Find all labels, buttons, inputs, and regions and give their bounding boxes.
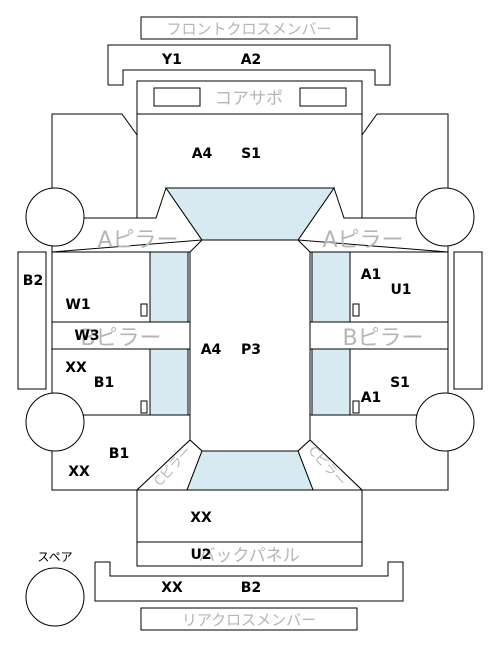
b-pillar-left-label: Bピラー: [80, 326, 161, 351]
code-rear-cross-left: XX: [161, 580, 183, 596]
rear-window-right: [311, 348, 351, 416]
code-front-door-right: U1: [390, 282, 411, 298]
headlight-right: [299, 87, 347, 107]
spare-label: スペア: [37, 550, 72, 564]
rear-window: [186, 450, 314, 491]
rear-cross-member-box: [140, 607, 358, 631]
front-window-right: [311, 251, 351, 323]
code-front-door-right-top: A1: [361, 267, 382, 283]
code-front-cross-left: Y1: [161, 52, 182, 68]
code-rear-door-right: S1: [390, 375, 410, 391]
code-back-panel: U2: [190, 547, 211, 563]
core-support-label: コアサポ: [215, 89, 283, 109]
door-handle-front-right: [352, 303, 360, 317]
rear-cross-member-label: リアクロスメンバー: [182, 611, 316, 629]
rear-cross-bracket: [94, 561, 404, 602]
code-side-sill-left: B2: [23, 273, 43, 289]
code-hood-left: A4: [192, 146, 213, 162]
door-handle-rear-left: [140, 400, 148, 414]
code-rear-door-right-bottom: A1: [361, 390, 382, 406]
b-pillar-right-panel: [309, 321, 449, 350]
code-trunk: XX: [190, 510, 212, 526]
front-cross-bracket: [107, 44, 391, 86]
b-pillar-right-label: Bピラー: [342, 326, 423, 351]
wheel-front-left: [25, 187, 85, 247]
code-rear-cross-right: B2: [241, 580, 261, 596]
wheel-front-right: [415, 187, 475, 247]
front-window-left: [149, 251, 189, 323]
wheel-rear-right: [415, 392, 475, 452]
trunk-lid: [136, 489, 363, 543]
code-rear-fender-left: XX: [68, 464, 90, 480]
code-front-cross-right: A2: [241, 52, 262, 68]
code-roof-left: A4: [201, 342, 222, 358]
rear-window-left: [149, 348, 189, 416]
door-handle-rear-right: [352, 400, 360, 414]
front-cross-member-label: フロントクロスメンバー: [166, 20, 331, 38]
code-rear-door-left-top: XX: [65, 360, 87, 376]
back-panel-box: [136, 541, 363, 567]
code-rear-door-left: B1: [94, 375, 114, 391]
code-roof-right: P3: [241, 342, 261, 358]
side-sill-right: [453, 251, 483, 390]
a-pillar-left-label: Aピラー: [97, 228, 178, 253]
back-panel-label: バックパネル: [198, 546, 299, 566]
code-rear-fender-left-top: B1: [109, 446, 129, 462]
spare-tire: [25, 567, 85, 627]
a-pillar-right-label: Aピラー: [322, 228, 403, 253]
front-cross-member-box: [140, 16, 358, 40]
side-sill-left: [17, 251, 47, 390]
headlight-left: [153, 87, 201, 107]
wheel-rear-left: [25, 392, 85, 452]
door-handle-front-left: [140, 303, 148, 317]
code-hood-right: S1: [241, 146, 261, 162]
b-pillar-left-panel: [51, 321, 191, 350]
code-front-door-left: W1: [65, 297, 90, 313]
code-b-pillar-left: W3: [74, 328, 99, 344]
